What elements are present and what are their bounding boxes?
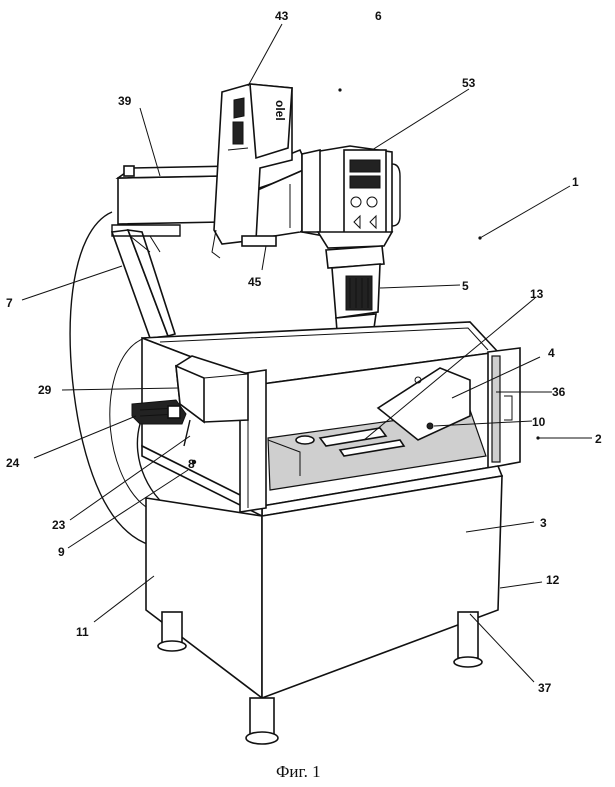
label-39: 39: [118, 94, 132, 108]
label-36: 36: [552, 385, 566, 399]
figure-caption: Фиг. 1: [276, 762, 321, 781]
base-cabinet: [146, 476, 502, 698]
label-9: 9: [58, 545, 65, 559]
control-unit: [302, 146, 400, 248]
label-23: 23: [52, 518, 66, 532]
label-7: 7: [6, 296, 13, 310]
label-29: 29: [38, 383, 52, 397]
label-2: 2: [595, 432, 602, 446]
label-37: 37: [538, 681, 552, 695]
label-43: 43: [275, 9, 289, 23]
label-5: 5: [462, 279, 469, 293]
label-13: 13: [530, 287, 544, 301]
label-11: 11: [76, 625, 89, 639]
label-6: 6: [375, 9, 382, 23]
label-10: 10: [532, 415, 546, 429]
label-1: 1: [572, 175, 579, 189]
label-3: 3: [540, 516, 547, 530]
label-12: 12: [546, 573, 560, 587]
control-head-panel-text: olel: [273, 100, 287, 121]
label-45: 45: [248, 275, 262, 289]
label-53: 53: [462, 76, 476, 90]
label-24: 24: [6, 456, 20, 470]
label-4: 4: [548, 346, 555, 360]
label-8: 8: [188, 457, 195, 471]
